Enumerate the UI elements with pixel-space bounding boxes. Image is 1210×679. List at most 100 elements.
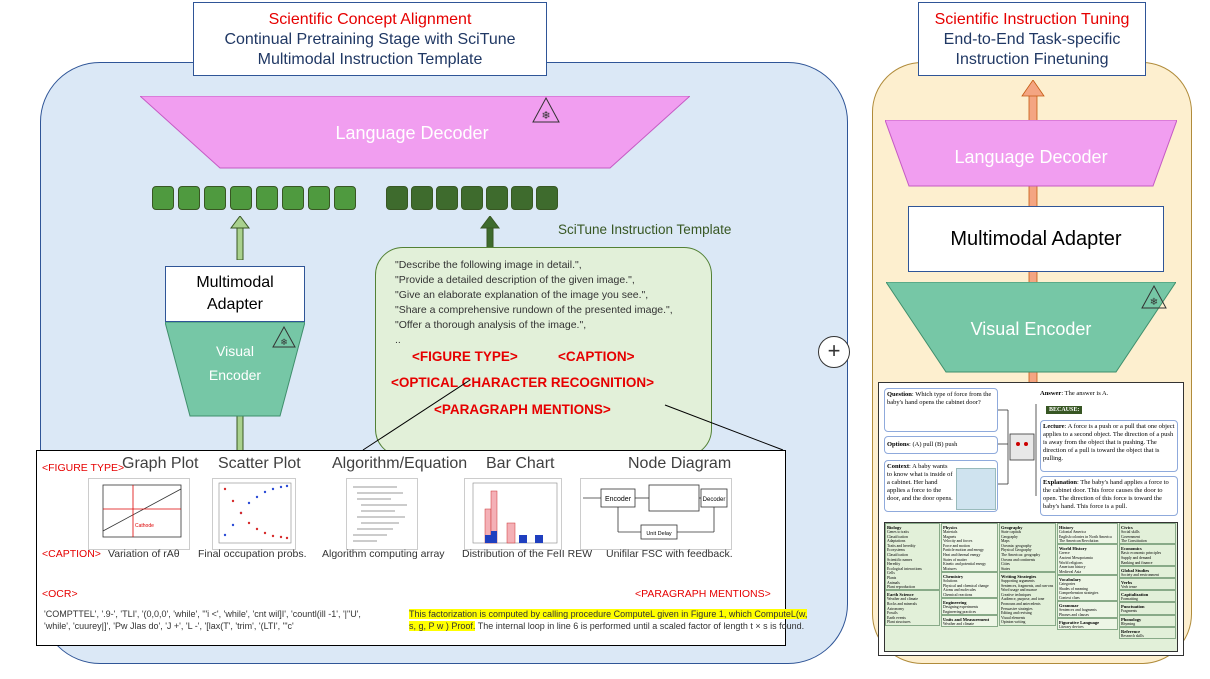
subject-item: American history: [1059, 565, 1086, 570]
subject-item: Persuasive strategies: [1001, 606, 1033, 611]
left-encoder-frozen-icon: ❄: [272, 326, 296, 348]
text-token: [411, 186, 433, 210]
subject-item: Supply and demand: [1121, 555, 1152, 560]
subject-item: Physical Geography: [1001, 548, 1032, 553]
right-title-line2: End-to-End Task-specific: [943, 31, 1121, 48]
subject-item: Word usage and nuance: [1001, 588, 1038, 593]
left-up-arrow-template: [480, 216, 500, 252]
figure-type-tag: <FIGURE TYPE>: [42, 462, 125, 474]
category-algorithm: Algorithm/Equation: [332, 455, 468, 472]
lecture-text: : A force is a push or a pull that one o…: [1043, 423, 1175, 462]
subject-item: Banking and finance: [1121, 560, 1153, 565]
subject-item: Weather and climate: [887, 597, 919, 602]
visual-token: [152, 186, 174, 210]
subject-item: Formatting: [1121, 597, 1138, 602]
subject-item: Maps: [1001, 539, 1010, 544]
right-title-line3: Instruction Finetuning: [955, 51, 1109, 68]
subject-item: Greece: [1059, 551, 1070, 556]
lecture-label: Lecture: [1043, 423, 1065, 430]
lecture-box: Lecture: A force is a push or a pull tha…: [1040, 420, 1178, 472]
svg-text:Cathode: Cathode: [135, 523, 154, 529]
subject-item: Editing and revising: [1001, 611, 1032, 616]
subject-title: Civics: [1121, 525, 1133, 530]
context-photo: [956, 468, 996, 510]
left-visual-encoder: Visual Encoder: [165, 322, 305, 417]
subject-item: Rocks and minerals: [887, 601, 917, 606]
subject-title: Vocabulary: [1059, 577, 1082, 582]
template-tag-ocr: <OPTICAL CHARACTER RECOGNITION>: [391, 375, 655, 390]
right-title-red: Scientific Instruction Tuning: [934, 11, 1130, 28]
left-language-decoder: Language Decoder: [140, 96, 690, 169]
ocr-line: 'COMPTTEL', '.9-', 'TLI', '(0,0,0', 'whi…: [44, 609, 361, 619]
subject-title: Chemistry: [943, 574, 964, 579]
left-adapter-label-2: Adapter: [206, 296, 264, 313]
plus-symbol: +: [827, 338, 841, 363]
subject-title: Punctuation: [1121, 604, 1145, 610]
left-up-arrow-adapter: [230, 216, 250, 260]
subject-item: Research skills: [1121, 633, 1144, 638]
subject-item: Categories: [1059, 582, 1076, 586]
subject-item: Chemical reactions: [943, 592, 973, 597]
subject-item: Velocity and forces: [943, 539, 973, 544]
subject-item: Fragments: [1121, 609, 1138, 614]
visual-token: [178, 186, 200, 210]
right-title-box: Scientific Instruction Tuning End-to-End…: [918, 2, 1146, 76]
category-scatter-plot: Scatter Plot: [218, 455, 301, 472]
subject-item: Cities: [1001, 562, 1010, 567]
subject-item: Materials: [943, 530, 958, 534]
options-label: Options: [887, 441, 910, 448]
subject-item: Engineering practices: [943, 609, 976, 614]
subject-item: The Constitution: [1121, 539, 1147, 544]
left-multimodal-adapter: Multimodal Adapter: [165, 266, 305, 322]
subject-title: Capitalization: [1121, 592, 1149, 598]
subject-item: Opinion writing: [1001, 620, 1026, 625]
context-text: : A baby wants to know what is inside of…: [887, 463, 953, 502]
subject-title: Global Studies: [1121, 567, 1150, 573]
visual-token: [282, 186, 304, 210]
subject-item: Heredity: [887, 562, 901, 567]
subject-item: States of matter: [943, 557, 967, 562]
category-bar-chart: Bar Chart: [486, 455, 555, 472]
template-line: "Share a comprehensive rundown of the pr…: [395, 304, 673, 316]
ocr-line: 'while', 'cuurey|]', 'Pw Jlas do', 'J +'…: [44, 621, 294, 631]
subject-title: Writing Strategies: [1001, 574, 1037, 579]
left-decoder-frozen-icon: ❄: [532, 96, 560, 123]
answer-text: : The answer is A.: [1061, 390, 1109, 397]
subject-item: Context clues: [1059, 595, 1080, 600]
subject-item: Pronouns and antecedents: [1001, 601, 1041, 606]
scitune-template-title: SciTune Instruction Template: [558, 222, 732, 237]
subject-title: Economics: [1121, 546, 1142, 552]
subject-item: Earth events: [887, 615, 906, 620]
right-adapter-label: Multimodal Adapter: [950, 228, 1122, 250]
subject-item: Sentences, fragments, and run-ons: [1001, 583, 1054, 588]
subject-item: Traits and heredity: [887, 543, 916, 548]
template-tag-caption: <CAPTION>: [558, 349, 635, 364]
subject-item: Physical and chemical change: [943, 583, 989, 588]
subject-item: Solutions: [943, 579, 958, 583]
because-badge: BECAUSE:: [1046, 406, 1083, 414]
robot-connector: [998, 404, 1037, 496]
subject-title: Figurative Language: [1059, 619, 1100, 625]
caption-graph-plot: Variation of rAθ: [108, 548, 180, 560]
answer-line: Answer: The answer is A.: [1040, 390, 1176, 398]
question-box: Question: Which type of force from the b…: [884, 388, 998, 432]
svg-text:Encoder: Encoder: [209, 367, 261, 383]
subject-item: Designing experiments: [943, 605, 979, 609]
left-adapter-label-1: Multimodal: [196, 274, 274, 291]
plus-circle: +: [818, 336, 850, 368]
explanation-box: Explanation: The baby's hand applies a f…: [1040, 476, 1178, 516]
subject-item: Fossils: [887, 611, 898, 616]
subject-item: Phrases and clauses: [1059, 612, 1089, 617]
options-text: : (A) pull (B) push: [909, 441, 958, 448]
caption-tag: <CAPTION>: [42, 548, 101, 560]
svg-text:Visual Encoder: Visual Encoder: [971, 319, 1092, 339]
template-tag-paragraph: <PARAGRAPH MENTIONS>: [434, 402, 611, 417]
subject-title: Biology: [887, 525, 902, 530]
subject-title: History: [1059, 525, 1074, 530]
